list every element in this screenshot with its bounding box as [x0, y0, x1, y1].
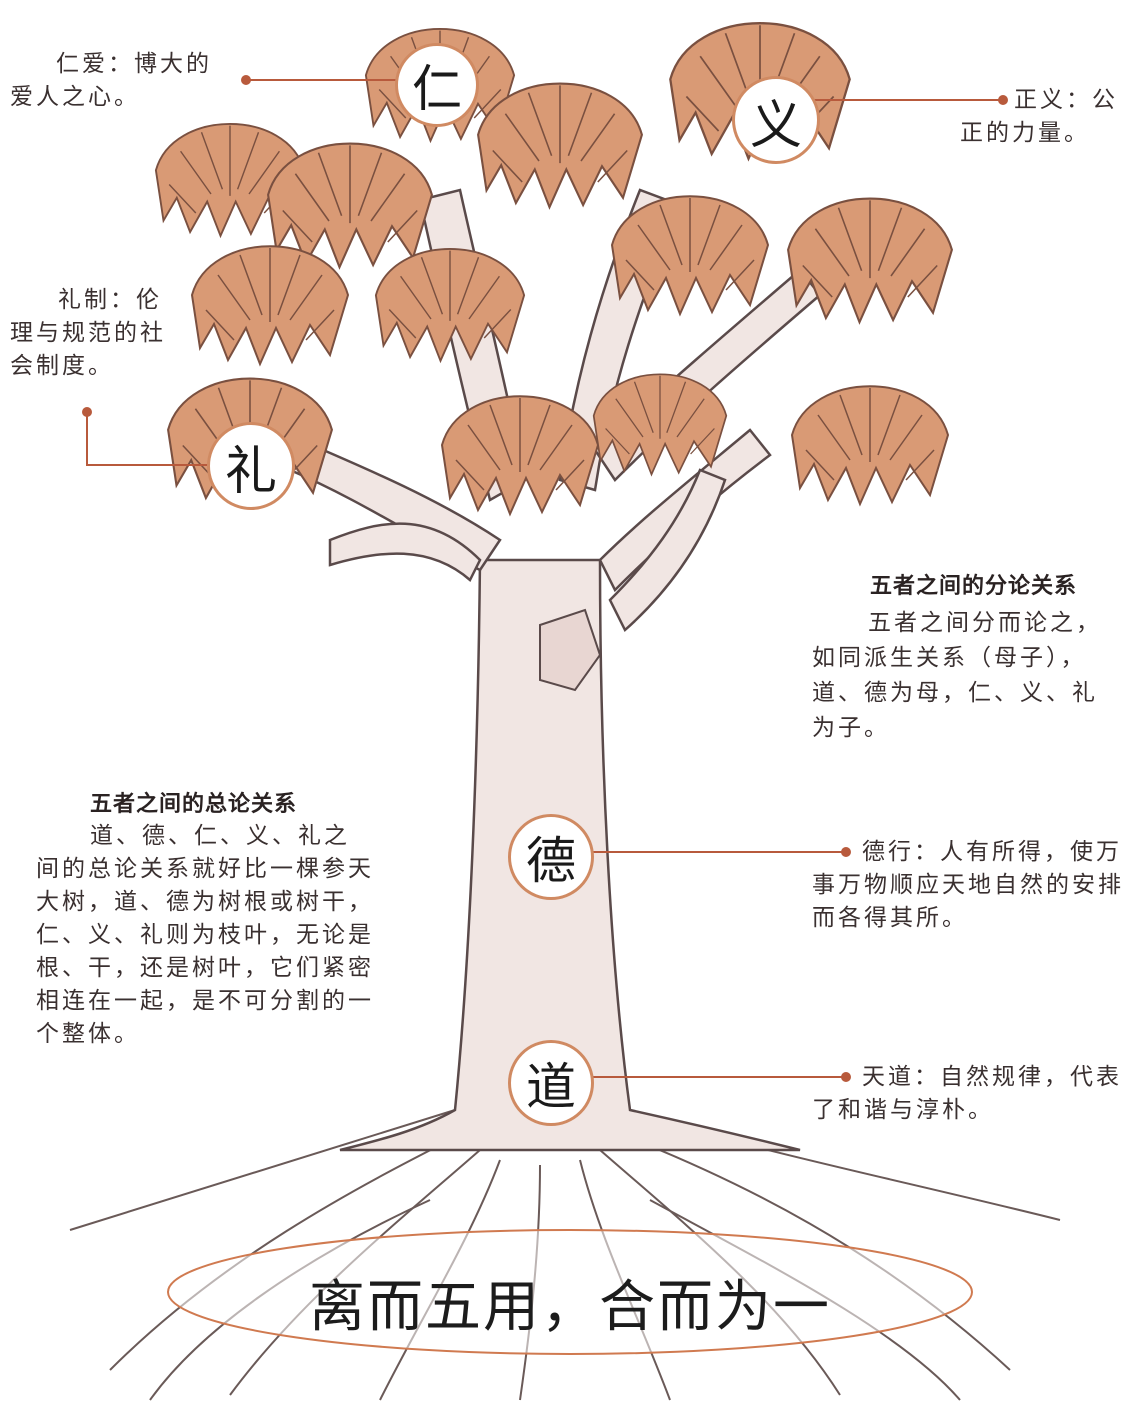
note-yi-line: 正的力量。	[960, 120, 1090, 146]
badge-dao: 道	[508, 1040, 594, 1126]
badge-li: 礼	[207, 422, 295, 510]
overall-relation-line: 根、干，还是树叶，它们紧密	[36, 955, 374, 981]
note-de-line: 德行：人有所得，使万	[862, 839, 1122, 865]
note-yi: 正义：公 正的力量。	[960, 84, 1130, 150]
separate-relation-title: 五者之间的分论关系	[870, 574, 1078, 599]
separate-relation-line: 如同派生关系（母子），	[812, 645, 1087, 671]
badge-ren: 仁	[395, 43, 479, 127]
note-dao: 天道：自然规律，代表 了和谐与淳朴。	[812, 1061, 1132, 1127]
overall-relation-line: 相连在一起，是不可分割的一	[36, 988, 374, 1014]
note-dao-line: 天道：自然规律，代表	[862, 1064, 1122, 1090]
note-li-line: 理与规范的社	[10, 320, 166, 346]
trunk-knot	[539, 608, 602, 692]
note-de-line: 而各得其所。	[812, 905, 968, 931]
badge-de: 德	[508, 814, 594, 900]
badge-yi: 义	[732, 76, 820, 164]
note-de: 德行：人有所得，使万 事万物顺应天地自然的安排 而各得其所。	[812, 836, 1132, 935]
separate-relation-line: 五者之间分而论之，	[868, 610, 1102, 636]
separate-relation-line: 为子。	[812, 715, 890, 741]
connector-lines	[82, 75, 1008, 1082]
overall-relation-text: 道、德、仁、义、礼之 间的总论关系就好比一棵参天 大树，道、德为树根或树干， 仁…	[36, 820, 416, 1051]
overall-relation-line: 道、德、仁、义、礼之	[90, 823, 350, 849]
slogan-ellipse	[167, 1229, 973, 1355]
note-ren: 仁爱：博大的 爱人之心。	[10, 48, 246, 114]
overall-relation-line: 个整体。	[36, 1021, 140, 1047]
overall-relation-line: 大树，道、德为树根或树干，	[36, 889, 374, 915]
note-de-line: 事万物顺应天地自然的安排	[812, 872, 1124, 898]
note-yi-line: 正义：公	[1014, 87, 1118, 113]
slogan-text: 离而五用，合而为一	[309, 1275, 831, 1340]
overall-relation-line: 仁、义、礼则为枝叶，无论是	[36, 922, 374, 948]
overall-relation-title: 五者之间的总论关系	[90, 792, 298, 817]
note-li-line: 会制度。	[10, 353, 114, 379]
note-ren-line: 仁爱：博大的	[56, 51, 212, 77]
separate-relation-line: 道、德为母，仁、义、礼	[812, 680, 1098, 706]
note-dao-line: 了和谐与淳朴。	[812, 1097, 994, 1123]
note-li: 礼制：伦 理与规范的社 会制度。	[10, 284, 195, 383]
note-li-line: 礼制：伦	[58, 287, 162, 313]
overall-relation-line: 间的总论关系就好比一棵参天	[36, 856, 374, 882]
note-ren-line: 爱人之心。	[10, 84, 140, 110]
separate-relation-text: 五者之间分而论之， 如同派生关系（母子）， 道、德为母，仁、义、礼 为子。	[812, 606, 1132, 746]
